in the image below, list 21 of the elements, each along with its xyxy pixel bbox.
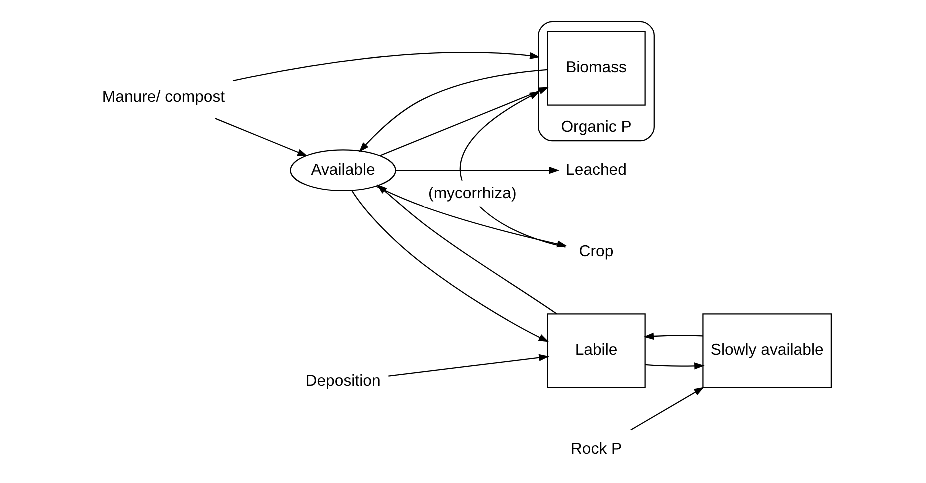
node-box: Labile — [547, 314, 646, 388]
arrow — [377, 184, 558, 315]
node-text: Crop — [579, 243, 614, 260]
arrow — [644, 332, 704, 340]
arrow — [630, 387, 704, 431]
node-text: Rock P — [570, 440, 622, 458]
arrow — [645, 362, 705, 370]
node-text: Leached — [566, 162, 627, 179]
arrow — [215, 118, 308, 157]
arrow — [380, 87, 550, 156]
node-box: Biomass — [547, 30, 646, 106]
node-box: Slowly available — [702, 314, 832, 388]
arrow — [388, 354, 550, 377]
node-text: Manure/ compost — [102, 89, 226, 106]
edge-label: (mycorrhiza) — [428, 186, 517, 203]
arrow — [376, 186, 568, 248]
arrow — [396, 166, 560, 174]
node-text: Deposition — [306, 372, 381, 390]
arrow — [359, 69, 548, 152]
arrow — [232, 52, 540, 82]
arrow — [352, 190, 550, 342]
